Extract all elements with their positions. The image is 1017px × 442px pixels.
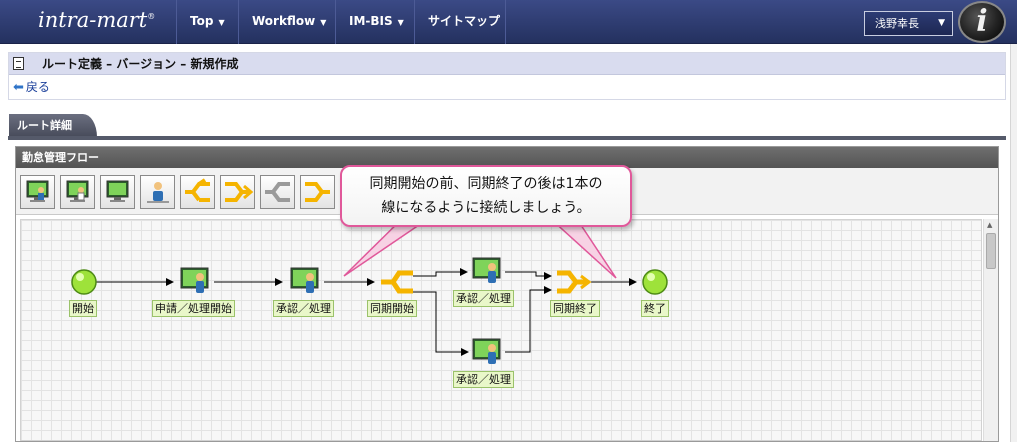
chevron-down-icon: ▼ (320, 18, 327, 27)
scroll-up-arrow-icon[interactable]: ▲ (987, 221, 993, 229)
flow-diagram (71, 220, 668, 364)
node-label-approve3[interactable]: 承認／処理 (453, 371, 514, 388)
callout-pointer (550, 220, 617, 279)
sync-start-icon (185, 178, 210, 202)
callout-pointer (343, 220, 428, 277)
callout-line-2: 線になるように接続しましょう。 (381, 200, 591, 216)
document-icon (13, 57, 24, 70)
tool-branch-end-button[interactable] (300, 175, 335, 209)
start-node (71, 269, 97, 295)
approve2-node (472, 257, 501, 283)
back-label: 戻る (25, 80, 50, 94)
window-right-edge (1010, 44, 1017, 442)
tab-label: ルート詳細 (17, 119, 72, 132)
tool-sync-start-button[interactable] (180, 175, 215, 209)
nav-im-bis-label: IM-BIS (349, 14, 393, 28)
connector-sync-approve2 (413, 268, 468, 277)
sync-end-icon (225, 182, 254, 202)
connector-approve2-syncend (505, 271, 552, 280)
user-menu[interactable]: 浅野幸長 ▼ (864, 11, 953, 36)
user-name: 浅野幸長 (875, 17, 919, 30)
vertical-scrollbar[interactable]: ▲ (983, 219, 998, 441)
back-link[interactable]: ⬅戻る (9, 75, 1005, 99)
tool-approve-node-2-button[interactable] (60, 175, 95, 209)
tool-user-node-button[interactable] (140, 175, 175, 209)
node-label-start[interactable]: 開始 (69, 300, 97, 317)
instruction-callout: 同期開始の前、同期終了の後は1本の 線になるように接続しましょう。 (340, 165, 632, 227)
panel-title: 勤怠管理フロー (16, 147, 998, 168)
node-label-end[interactable]: 終了 (641, 300, 669, 317)
chevron-down-icon: ▼ (938, 18, 945, 28)
user-node-icon (147, 182, 169, 203)
intra-mart-logo[interactable]: intra-mart® (38, 8, 156, 32)
end-node (642, 269, 668, 295)
approve-node-icon (26, 180, 49, 202)
approve3-node (472, 338, 501, 364)
tool-branch-start-button[interactable] (260, 175, 295, 209)
node-label-sync-end[interactable]: 同期終了 (550, 300, 600, 317)
top-navigation-bar: intra-mart® Top ▼ Workflow ▼ IM-BIS ▼ サイトマッ… (0, 0, 1017, 44)
node-label-apply[interactable]: 申請／処理開始 (152, 300, 235, 317)
tab-route-detail[interactable]: ルート詳細 (9, 114, 97, 137)
page-header: ルート定義 – バージョン – 新規作成 ⬅戻る (8, 52, 1006, 100)
back-arrow-icon: ⬅ (13, 80, 24, 95)
tool-sync-end-button[interactable] (220, 175, 255, 209)
branch-end-icon (305, 182, 330, 202)
flow-canvas[interactable]: 開始 申請／処理開始 承認／処理 同期開始 承認／処理 承認／処理 同期終了 終… (20, 219, 982, 441)
nav-sitemap[interactable]: サイトマップ (414, 0, 506, 44)
avatar-letter: i (976, 4, 988, 39)
chevron-down-icon: ▼ (397, 18, 404, 27)
page-title-row: ルート定義 – バージョン – 新規作成 (9, 53, 1005, 75)
tool-approve-node-button[interactable] (20, 175, 55, 209)
nav-top-label: Top (190, 14, 214, 28)
logo-text: intra-mart (38, 8, 148, 32)
chevron-down-icon: ▼ (218, 18, 225, 27)
node-label-approve2[interactable]: 承認／処理 (453, 290, 514, 307)
nav-workflow-label: Workflow (252, 14, 316, 28)
node-label-approve1[interactable]: 承認／処理 (273, 300, 334, 317)
sync-start-node (381, 270, 413, 294)
approve-node-icon (66, 180, 89, 202)
tool-approve-node-3-button[interactable] (100, 175, 135, 209)
apply-node (180, 267, 209, 293)
page-title: ルート定義 – バージョン – 新規作成 (42, 57, 239, 71)
avatar[interactable]: i (958, 1, 1006, 43)
node-label-sync-start[interactable]: 同期開始 (367, 300, 417, 317)
connector-approve3-syncend (505, 286, 552, 353)
callout-line-1: 同期開始の前、同期終了の後は1本の (369, 176, 603, 192)
approve-node-icon (106, 180, 129, 202)
branch-start-icon (265, 182, 290, 202)
sync-end-node (557, 270, 592, 294)
scrollbar-thumb[interactable] (986, 233, 996, 269)
approve1-node (290, 267, 319, 293)
nav-top[interactable]: Top ▼ (176, 0, 238, 44)
tab-underline (8, 136, 1006, 140)
nav-workflow[interactable]: Workflow ▼ (238, 0, 335, 44)
connector-sync-approve3 (413, 291, 469, 356)
nav-sitemap-label: サイトマップ (428, 14, 501, 28)
nav-im-bis[interactable]: IM-BIS ▼ (335, 0, 414, 44)
